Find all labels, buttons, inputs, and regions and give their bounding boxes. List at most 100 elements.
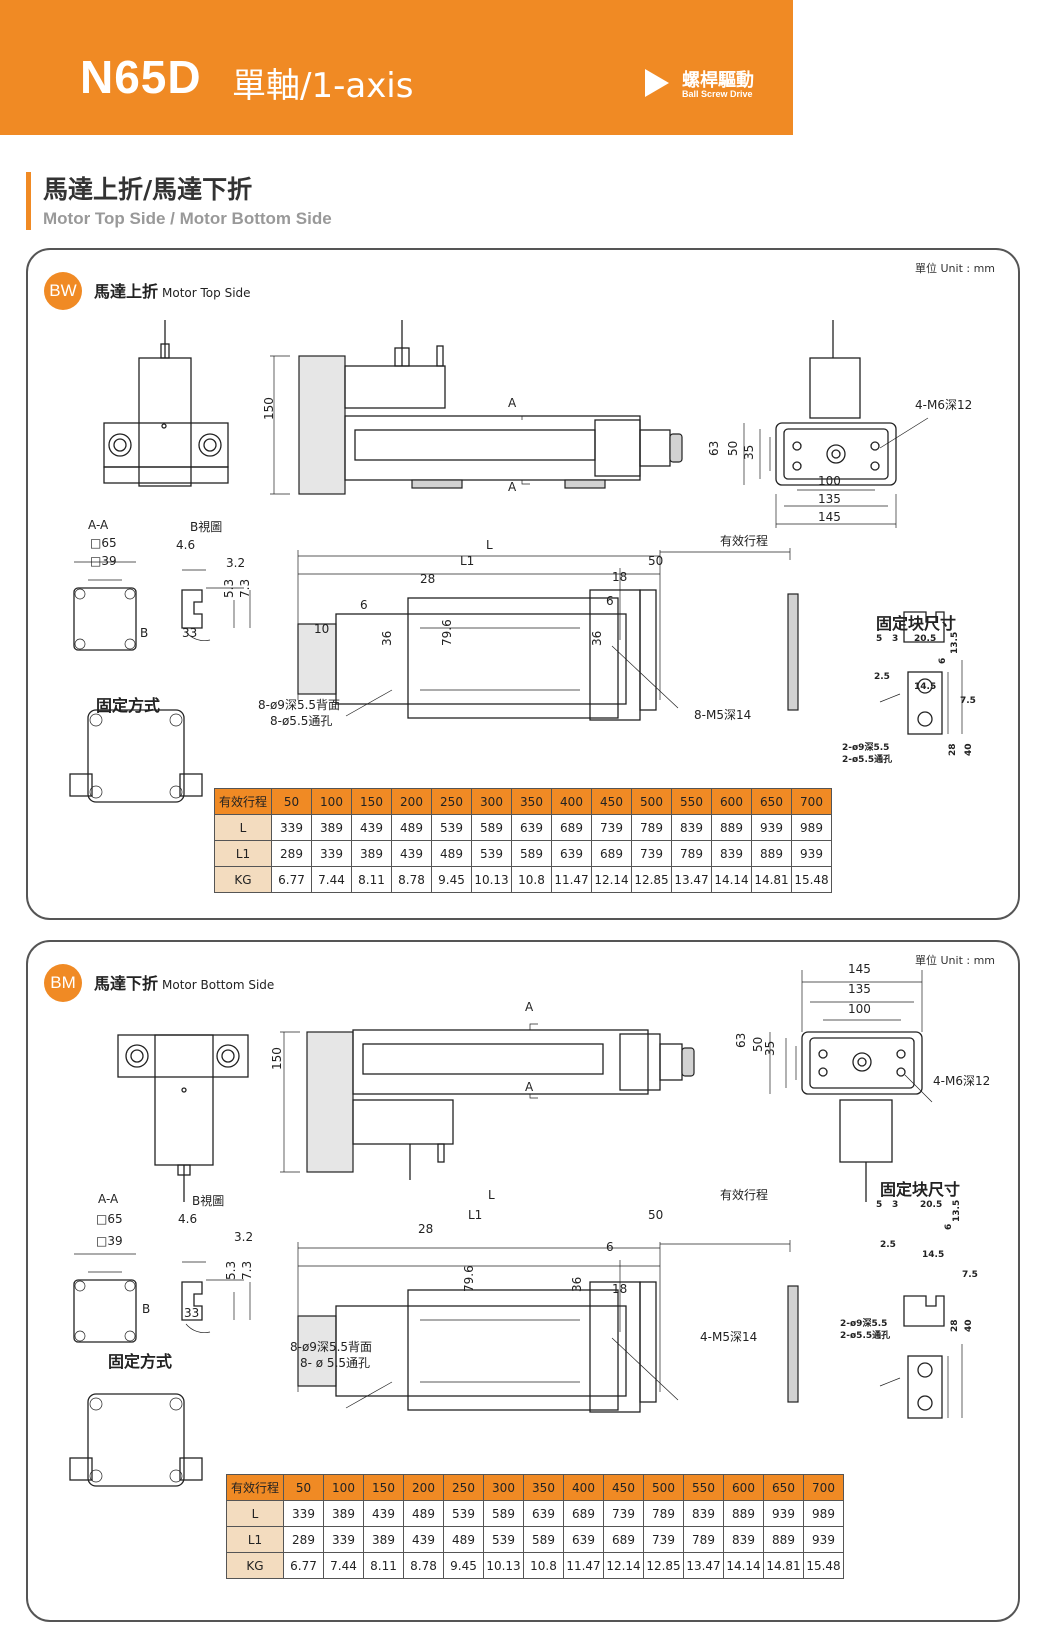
table-cell: 639	[551, 840, 592, 867]
table-header-cell: 300	[471, 788, 512, 815]
table-cell: 7.44	[311, 866, 352, 893]
label-height150: 150	[262, 397, 276, 420]
label-d63: 63	[707, 440, 721, 456]
label-sq65: □65	[90, 536, 117, 550]
table-cell: 13.47	[683, 1552, 724, 1579]
label-d33: 33	[184, 1306, 200, 1320]
table-cell: 439	[363, 1500, 404, 1527]
table-header-cell: 400	[563, 1474, 604, 1501]
table-cell: 7.44	[323, 1552, 364, 1579]
table-cell: 989	[791, 814, 832, 841]
table-cell: 10.8	[523, 1552, 564, 1579]
table-cell: 889	[723, 1500, 764, 1527]
table-cell: 8.11	[351, 866, 392, 893]
label-m6: 4-M6深12	[915, 398, 973, 412]
table-cell: 639	[523, 1500, 564, 1527]
table-row-label: L	[226, 1500, 284, 1527]
label-block_title: 固定块尺寸	[876, 614, 957, 633]
label-b75: 7.5	[960, 696, 976, 706]
label-b3: 3	[892, 634, 899, 644]
table-header-cell: 550	[671, 788, 712, 815]
table-cell: 839	[711, 840, 752, 867]
label-m6: 4-M6深12	[933, 1074, 991, 1088]
label-d35: 35	[763, 1040, 777, 1056]
table-cell: 439	[403, 1526, 444, 1553]
panel-title-zh: 馬達上折	[94, 282, 159, 301]
play-arrow-icon	[645, 69, 669, 97]
label-aa: A-A	[88, 518, 109, 532]
table-row-label: L	[214, 814, 272, 841]
label-sec_a_bot: A	[525, 1080, 534, 1094]
table-cell: 8.78	[403, 1552, 444, 1579]
label-b28: 28	[950, 1319, 960, 1332]
table-cell: 13.47	[671, 866, 712, 893]
label-holes1: 8-ø9深5.5背面	[258, 698, 341, 712]
label-sec_a_top: A	[508, 396, 517, 410]
table-header-cell: 250	[443, 1474, 484, 1501]
table-cell: 539	[471, 840, 512, 867]
table-cell: 439	[391, 840, 432, 867]
table-header-cell: 50	[283, 1474, 324, 1501]
label-m5: 4-M5深14	[700, 1330, 758, 1344]
table-cell: 9.45	[443, 1552, 484, 1579]
table-header-cell: 400	[551, 788, 592, 815]
label-d36b: 36	[590, 630, 604, 646]
table-cell: 12.85	[643, 1552, 684, 1579]
table-row-label: L1	[226, 1526, 284, 1553]
table-header-cell: 600	[711, 788, 752, 815]
table-cell: 989	[803, 1500, 844, 1527]
table-cell: 789	[631, 814, 672, 841]
table-cell: 889	[711, 814, 752, 841]
panel-title-en: Motor Bottom Side	[162, 978, 275, 992]
label-holes2: 8-ø5.5通孔	[270, 714, 333, 728]
label-block_title: 固定块尺寸	[880, 1180, 961, 1199]
table-cell: 689	[563, 1500, 604, 1527]
label-d53: 5.3	[224, 1260, 238, 1280]
label-L: L	[488, 1188, 495, 1202]
label-d10: 10	[314, 622, 330, 636]
label-w145: 145	[848, 962, 871, 976]
table-cell: 939	[751, 814, 792, 841]
label-bview: B視圖	[190, 520, 223, 534]
unit-label: 單位 Unit : mm	[915, 954, 996, 967]
table-cell: 15.48	[803, 1552, 844, 1579]
table-header-cell: 700	[803, 1474, 844, 1501]
table-cell: 15.48	[791, 866, 832, 893]
label-holes2: 8- ø 5.5通孔	[300, 1356, 371, 1370]
table-cell: 14.14	[711, 866, 752, 893]
table-cell: 10.13	[471, 866, 512, 893]
table-header-stroke: 有效行程	[226, 1474, 284, 1501]
table-cell: 589	[483, 1500, 524, 1527]
label-d6b: 6	[606, 594, 614, 608]
table-cell: 539	[483, 1526, 524, 1553]
label-b75: 7.5	[962, 1270, 978, 1280]
table-cell: 739	[643, 1526, 684, 1553]
label-d32: 3.2	[226, 556, 246, 570]
panel-badge: BM	[44, 964, 82, 1002]
label-w145: 145	[818, 510, 841, 524]
header-banner: N65D 單軸/1-axis 螺桿驅動 Ball Screw Drive	[0, 0, 793, 135]
label-d50: 50	[726, 440, 740, 456]
label-d796: 79.6	[462, 1265, 476, 1292]
label-b25: 2.5	[880, 1240, 896, 1250]
label-sec_a_top: A	[525, 1000, 534, 1014]
table-cell: 539	[443, 1500, 484, 1527]
label-m5: 8-M5深14	[694, 708, 752, 722]
table-header-cell: 450	[603, 1474, 644, 1501]
table-cell: 389	[311, 814, 352, 841]
drive-type-zh: 螺桿驅動	[682, 70, 754, 91]
table-cell: 289	[271, 840, 312, 867]
label-b135: 13.5	[952, 1199, 962, 1222]
table-cell: 8.78	[391, 866, 432, 893]
axis-label: 單軸/1-axis	[232, 66, 414, 106]
label-bmark: B	[140, 626, 149, 640]
label-sq39: □39	[96, 1234, 123, 1248]
table-cell: 739	[591, 814, 632, 841]
label-fix_method: 固定方式	[108, 1352, 173, 1371]
label-b205: 20.5	[914, 634, 937, 644]
